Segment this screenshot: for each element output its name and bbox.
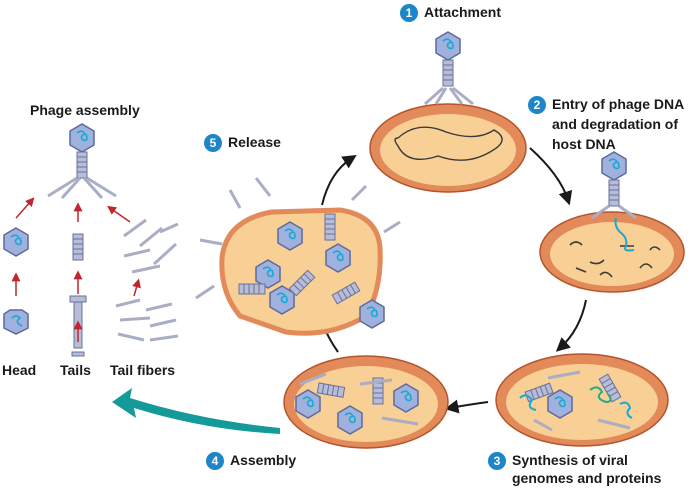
cell-release [195,177,401,336]
step-2-line-2: and degradation of [552,116,678,132]
step-1-text: Attachment [424,4,502,20]
assembled-phage [47,123,117,200]
tail-components [69,233,87,357]
cell-assembly [283,355,449,449]
arrow-entry-to-synthesis [555,299,587,352]
head-label: Head [2,362,37,378]
cell-synthesis [495,353,669,447]
phage-assembly-title: Phage assembly [30,102,140,118]
step-5-badge: 5 [204,134,222,152]
arrow-release-to-attachment [321,154,357,206]
step-3-badge: 3 [488,452,506,470]
step-2-line-3: host DNA [552,136,616,152]
tails-label: Tails [60,362,91,378]
cell-attachment [369,103,527,193]
phage-attaching [424,31,474,106]
big-arrow-assembly [112,388,280,434]
step-1-badge: 1 [400,4,418,22]
step-3-line-1: Synthesis of viral [512,452,628,468]
red-arrow-fibers-to-phage [107,205,131,223]
arrow-attachment-to-entry [529,147,573,206]
step-1-label: 1 Attachment [400,4,501,22]
step-2-badge: 2 [528,96,546,114]
step-4-label: 4 Assembly [206,452,296,470]
tail-fibers-label: Tail fibers [110,362,176,378]
step-4-badge: 4 [206,452,224,470]
step-5-text: Release [228,134,281,150]
step-4-text: Assembly [230,452,297,468]
step-2-label: 2 Entry of phage DNA [528,96,684,114]
step-2-line-1: Entry of phage DNA [552,96,685,112]
tail-fiber-components [115,218,179,342]
step-5-label: 5 Release [204,134,281,152]
step-3-label: 3 Synthesis of viral [488,452,628,470]
arrow-synthesis-to-assembly [444,399,489,414]
phage-injecting [591,151,637,220]
step-3-line-2: genomes and proteins [512,470,662,486]
cell-entry [539,211,685,293]
red-arrow-head-to-phage [15,197,35,219]
head-components [3,227,29,335]
